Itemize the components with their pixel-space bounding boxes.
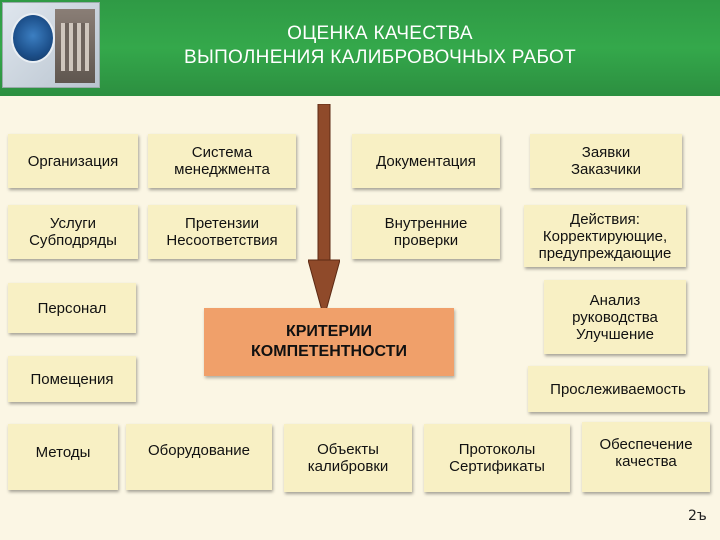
box-documentation: Документация xyxy=(352,134,500,188)
box-requests-customers-label: Заявки Заказчики xyxy=(571,144,641,178)
building-icon xyxy=(55,9,95,83)
box-complaints-nonconformities-label: Претензии Несоответствия xyxy=(166,215,278,249)
box-management-review-label: Анализ руководства Улучшение xyxy=(572,291,658,343)
box-equipment-label: Оборудование xyxy=(147,442,251,459)
box-premises-label: Помещения xyxy=(30,370,114,388)
page-title: ОЦЕНКА КАЧЕСТВА ВЫПОЛНЕНИЯ КАЛИБРОВОЧНЫХ… xyxy=(100,22,660,70)
box-complaints-nonconformities: Претензии Несоответствия xyxy=(148,205,296,259)
box-competence-criteria-label: КРИТЕРИИ КОМПЕТЕНТНОСТИ xyxy=(251,323,407,360)
box-organization-label: Организация xyxy=(27,152,119,170)
box-calibration-objects-label: Объекты калибровки xyxy=(307,441,389,475)
box-protocols-certificates-label: Протоколы Сертификаты xyxy=(449,441,545,475)
box-methods-label: Методы xyxy=(35,444,91,461)
box-internal-audits-label: Внутренние проверки xyxy=(384,215,468,249)
box-management-system: Система менеджмента xyxy=(148,134,296,188)
box-services-subcontracting: Услуги Субподряды xyxy=(8,205,138,259)
box-equipment: Оборудование xyxy=(126,424,272,490)
header-banner: ОЦЕНКА КАЧЕСТВА ВЫПОЛНЕНИЯ КАЛИБРОВОЧНЫХ… xyxy=(0,0,720,96)
box-competence-criteria: КРИТЕРИИ КОМПЕТЕНТНОСТИ xyxy=(204,308,454,376)
box-actions-label: Действия: Корректирующие, предупреждающи… xyxy=(538,210,672,262)
box-organization: Организация xyxy=(8,134,138,188)
box-management-system-label: Система менеджмента xyxy=(174,144,270,178)
emblem-icon xyxy=(11,13,55,63)
down-arrow-icon xyxy=(308,104,340,318)
box-documentation-label: Документация xyxy=(376,152,476,170)
box-traceability-label: Прослеживаемость xyxy=(550,380,686,398)
corner-glyph: 2ъ xyxy=(688,508,707,524)
title-line-2: ВЫПОЛНЕНИЯ КАЛИБРОВОЧНЫХ РАБОТ xyxy=(183,47,576,68)
box-protocols-certificates: Протоколы Сертификаты xyxy=(424,424,570,492)
box-management-review: Анализ руководства Улучшение xyxy=(544,280,686,354)
box-actions: Действия: Корректирующие, предупреждающи… xyxy=(524,205,686,267)
box-calibration-objects: Объекты калибровки xyxy=(284,424,412,492)
box-services-subcontracting-label: Услуги Субподряды xyxy=(29,215,117,249)
box-quality-assurance: Обеспечение качества xyxy=(582,422,710,492)
box-internal-audits: Внутренние проверки xyxy=(352,205,500,259)
box-quality-assurance-label: Обеспечение качества xyxy=(599,436,693,470)
box-personnel: Персонал xyxy=(8,283,136,333)
box-traceability: Прослеживаемость xyxy=(528,366,708,412)
box-personnel-label: Персонал xyxy=(37,299,107,317)
emblem-building-logo xyxy=(2,2,100,88)
box-requests-customers: Заявки Заказчики xyxy=(530,134,682,188)
title-line-1: ОЦЕНКА КАЧЕСТВА xyxy=(287,23,473,44)
box-premises: Помещения xyxy=(8,356,136,402)
box-methods: Методы xyxy=(8,424,118,490)
